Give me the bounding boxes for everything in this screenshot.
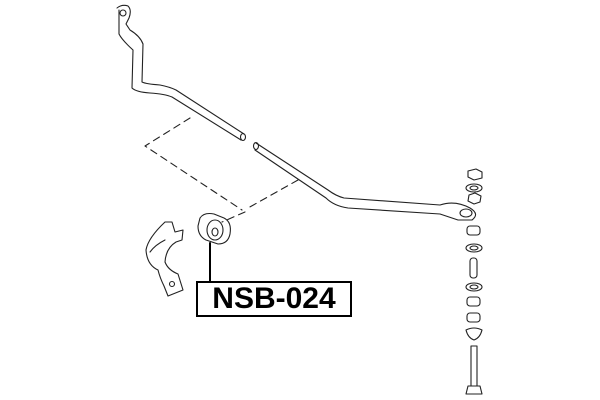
part-number-callout: NSB-024 bbox=[196, 281, 352, 317]
link-bolt bbox=[465, 345, 483, 395]
alignment-lines bbox=[144, 117, 299, 223]
stabilizer-bushing bbox=[197, 212, 231, 245]
stabilizer-bar-left bbox=[116, 4, 247, 142]
bushing-bracket bbox=[145, 221, 184, 297]
stabilizer-bar-right bbox=[252, 141, 477, 221]
link-hardware-stack bbox=[465, 168, 483, 341]
